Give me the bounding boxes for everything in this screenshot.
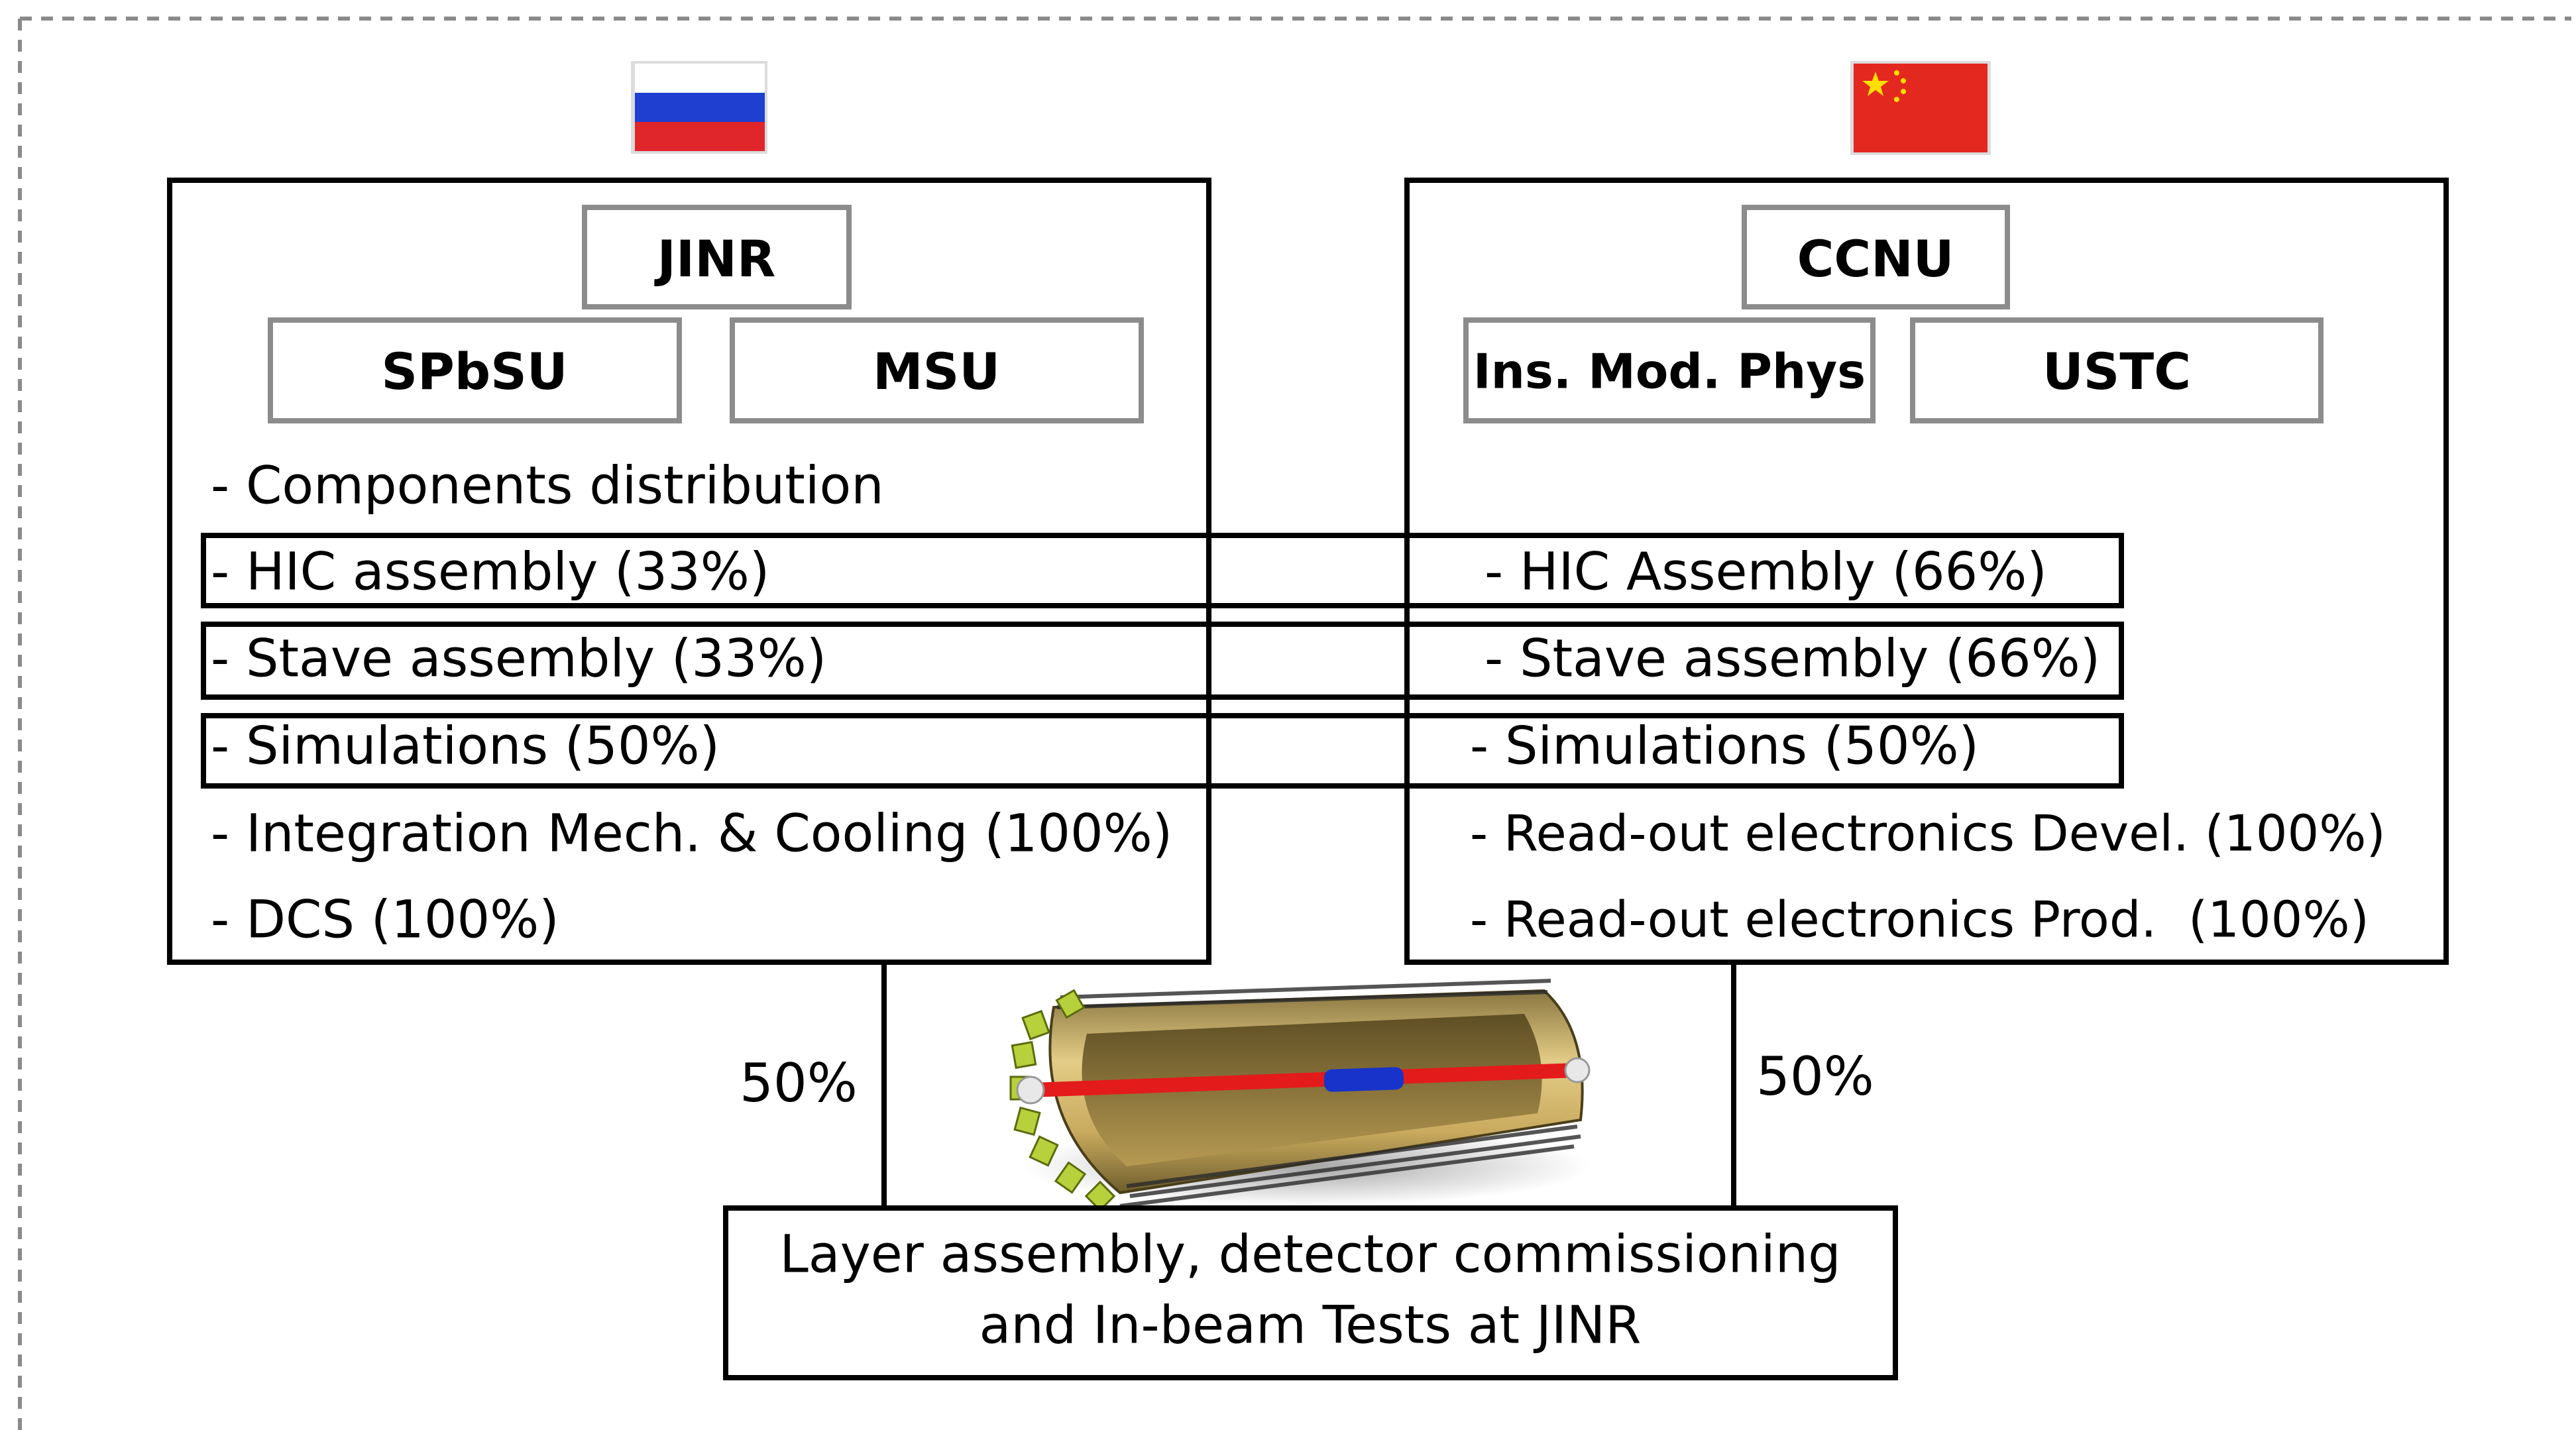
left-share-label: 50%	[740, 1052, 858, 1114]
shared-task-bands	[201, 533, 2124, 789]
left-institution-box	[167, 178, 1211, 965]
bottom-assembly-box	[723, 1205, 1898, 1380]
right-task-readout-prod: - Read-out electronics Prod. (100%)	[1470, 891, 2369, 949]
russia-flag-icon	[631, 61, 767, 154]
jinr-box	[582, 205, 852, 309]
ccnu-box	[1742, 205, 2010, 309]
ins-mod-phys-label: Ins. Mod. Phys	[1473, 344, 1866, 400]
detector-barrel-icon	[1009, 979, 1591, 1212]
ustc-box	[1910, 317, 2324, 423]
right-task-stave: - Stave assembly (66%)	[1484, 629, 2100, 689]
left-task-components: - Components distribution	[211, 456, 884, 516]
right-institution-box	[1404, 178, 2449, 965]
connector-lines	[881, 964, 1736, 1208]
jinr-label: JINR	[654, 229, 776, 288]
ccnu-label: CCNU	[1797, 229, 1954, 288]
left-task-stave: - Stave assembly (33%)	[211, 629, 826, 689]
left-task-integration: - Integration Mech. & Cooling (100%)	[211, 804, 1172, 863]
china-flag-icon	[1850, 61, 1991, 155]
bottom-text-line-1: Layer assembly, detector commissioning	[779, 1225, 1840, 1284]
bottom-text-line-2: and In-beam Tests at JINR	[980, 1296, 1642, 1355]
outer-frame	[18, 17, 2571, 1434]
ins-mod-phys-box	[1463, 317, 1876, 423]
left-task-hic: - HIC assembly (33%)	[211, 542, 769, 602]
ustc-label: USTC	[2043, 342, 2191, 401]
msu-box	[730, 317, 1144, 423]
msu-label: MSU	[873, 342, 1000, 401]
left-task-dcs: - DCS (100%)	[211, 890, 559, 950]
spbsu-box	[268, 317, 682, 423]
right-share-label: 50%	[1756, 1046, 1874, 1107]
spbsu-label: SPbSU	[381, 342, 567, 401]
left-task-simulations: - Simulations (50%)	[211, 716, 720, 776]
right-task-readout-devel: - Read-out electronics Devel. (100%)	[1470, 804, 2386, 863]
right-task-simulations: - Simulations (50%)	[1470, 716, 1979, 776]
right-task-hic: - HIC Assembly (66%)	[1484, 542, 2047, 602]
